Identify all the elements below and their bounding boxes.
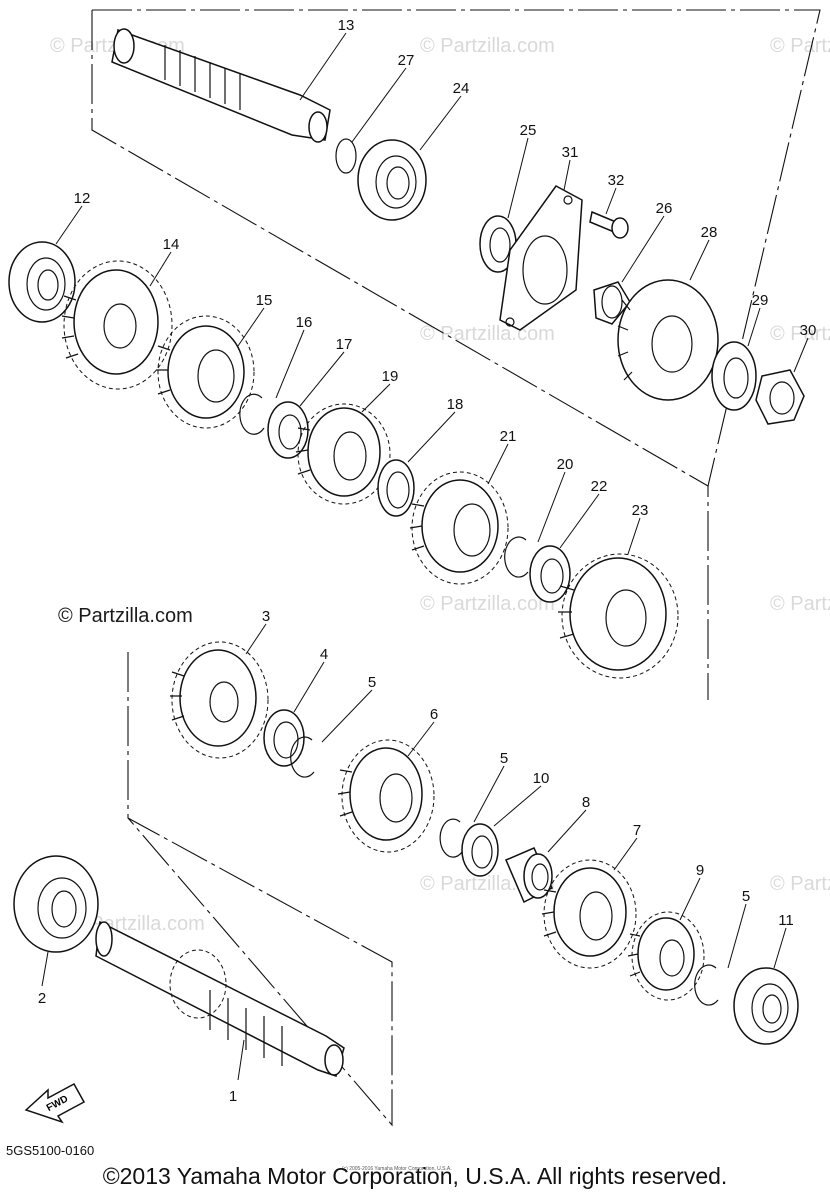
bearing-2 — [13, 855, 99, 953]
bearing-11 — [733, 967, 799, 1045]
callout-1: 1 — [229, 1088, 237, 1105]
callout-3: 3 — [262, 608, 270, 625]
washer-18 — [377, 459, 415, 517]
callout-12: 12 — [74, 190, 91, 207]
watermark: © Partzilla.com — [420, 323, 555, 345]
gear-6 — [337, 739, 435, 853]
callout-27: 27 — [398, 52, 415, 69]
callout-32: 32 — [608, 172, 625, 189]
gear-23 — [558, 553, 679, 679]
watermark: © Partzilla.com — [770, 593, 830, 615]
drive-sprocket-28 — [617, 279, 719, 401]
o-ring — [335, 138, 357, 174]
main-axle-shaft — [111, 28, 331, 143]
callout-5: 5 — [742, 888, 750, 905]
lock-washer-29 — [711, 341, 757, 411]
gear-9 — [627, 911, 705, 1001]
callout-31: 31 — [562, 144, 579, 161]
gear-15 — [156, 315, 255, 429]
callout-21: 21 — [500, 428, 517, 445]
callout-2: 2 — [38, 990, 46, 1007]
nut-30 — [755, 369, 805, 425]
callout-30: 30 — [800, 322, 817, 339]
callout-24: 24 — [453, 80, 470, 97]
callout-18: 18 — [447, 396, 464, 413]
fwd-arrow: FWD — [24, 1082, 86, 1124]
callout-14: 14 — [163, 236, 180, 253]
callout-10: 10 — [533, 770, 550, 787]
bolt-32 — [589, 210, 629, 239]
callout-9: 9 — [696, 862, 704, 879]
gear-7 — [541, 859, 637, 969]
callout-13: 13 — [338, 17, 355, 34]
gear-21 — [409, 471, 509, 585]
callout-7: 7 — [633, 822, 641, 839]
small-print: (c) 2005-2016 Yamaha Motor Corporation, … — [342, 1166, 452, 1172]
circlip-16 — [239, 393, 265, 435]
callout-26: 26 — [656, 200, 673, 217]
upper-shaft-frame — [91, 9, 821, 700]
callout-28: 28 — [701, 224, 718, 241]
gear-3 — [170, 641, 269, 759]
watermark: © Partzilla.com — [420, 593, 555, 615]
circlip-20 — [504, 536, 529, 578]
washer-17 — [267, 401, 309, 459]
drive-axle-shaft — [95, 920, 345, 1077]
callout-23: 23 — [632, 502, 649, 519]
gear-14 — [61, 260, 173, 390]
callout-8: 8 — [582, 794, 590, 811]
callout-25: 25 — [520, 122, 537, 139]
callout-5: 5 — [368, 674, 376, 691]
callout-22: 22 — [591, 478, 608, 495]
callout-11: 11 — [778, 912, 794, 929]
callout-29: 29 — [752, 292, 769, 309]
watermark: © Partzilla.com — [770, 35, 830, 57]
bushing-8 — [505, 847, 553, 904]
callout-19: 19 — [382, 368, 399, 385]
bearing-24 — [357, 139, 427, 221]
circlip-5 — [694, 964, 719, 1006]
drawing-code: 5GS5100-0160 — [6, 1143, 94, 1158]
lower-shaft-frame — [127, 652, 393, 1127]
callout-16: 16 — [296, 314, 313, 331]
washer-4 — [263, 709, 305, 767]
callout-5: 5 — [500, 750, 508, 767]
callout-15: 15 — [256, 292, 273, 309]
callout-20: 20 — [557, 456, 574, 473]
copyright-footer: ©2013 Yamaha Motor Corporation, U.S.A. A… — [102, 1163, 728, 1189]
leader-lines — [41, 32, 809, 1081]
callout-labels: 1 2 3 4 5 5 5 5 6 7 8 9 10 11 12 13 14 1… — [38, 17, 817, 1105]
gear-19 — [295, 403, 391, 505]
circlip-5 — [439, 818, 463, 858]
callout-4: 4 — [320, 646, 328, 663]
watermark-group: © Partzilla.com © Partzilla.com © Partzi… — [50, 35, 830, 935]
callout-6: 6 — [430, 706, 438, 723]
callout-17: 17 — [336, 336, 353, 353]
washer-22 — [529, 545, 571, 603]
bearing-12 — [8, 241, 76, 323]
bearing-stopper-31 — [499, 185, 583, 331]
watermark: © Partzilla.com — [770, 873, 830, 895]
collar-26 — [593, 281, 631, 325]
watermark: © Partzilla.com — [420, 35, 555, 57]
partzilla-watermark: © Partzilla.com — [58, 605, 193, 627]
washer-10 — [461, 823, 499, 877]
circlip-5 — [290, 736, 315, 778]
watermark: © Partzilla.com — [770, 323, 830, 345]
